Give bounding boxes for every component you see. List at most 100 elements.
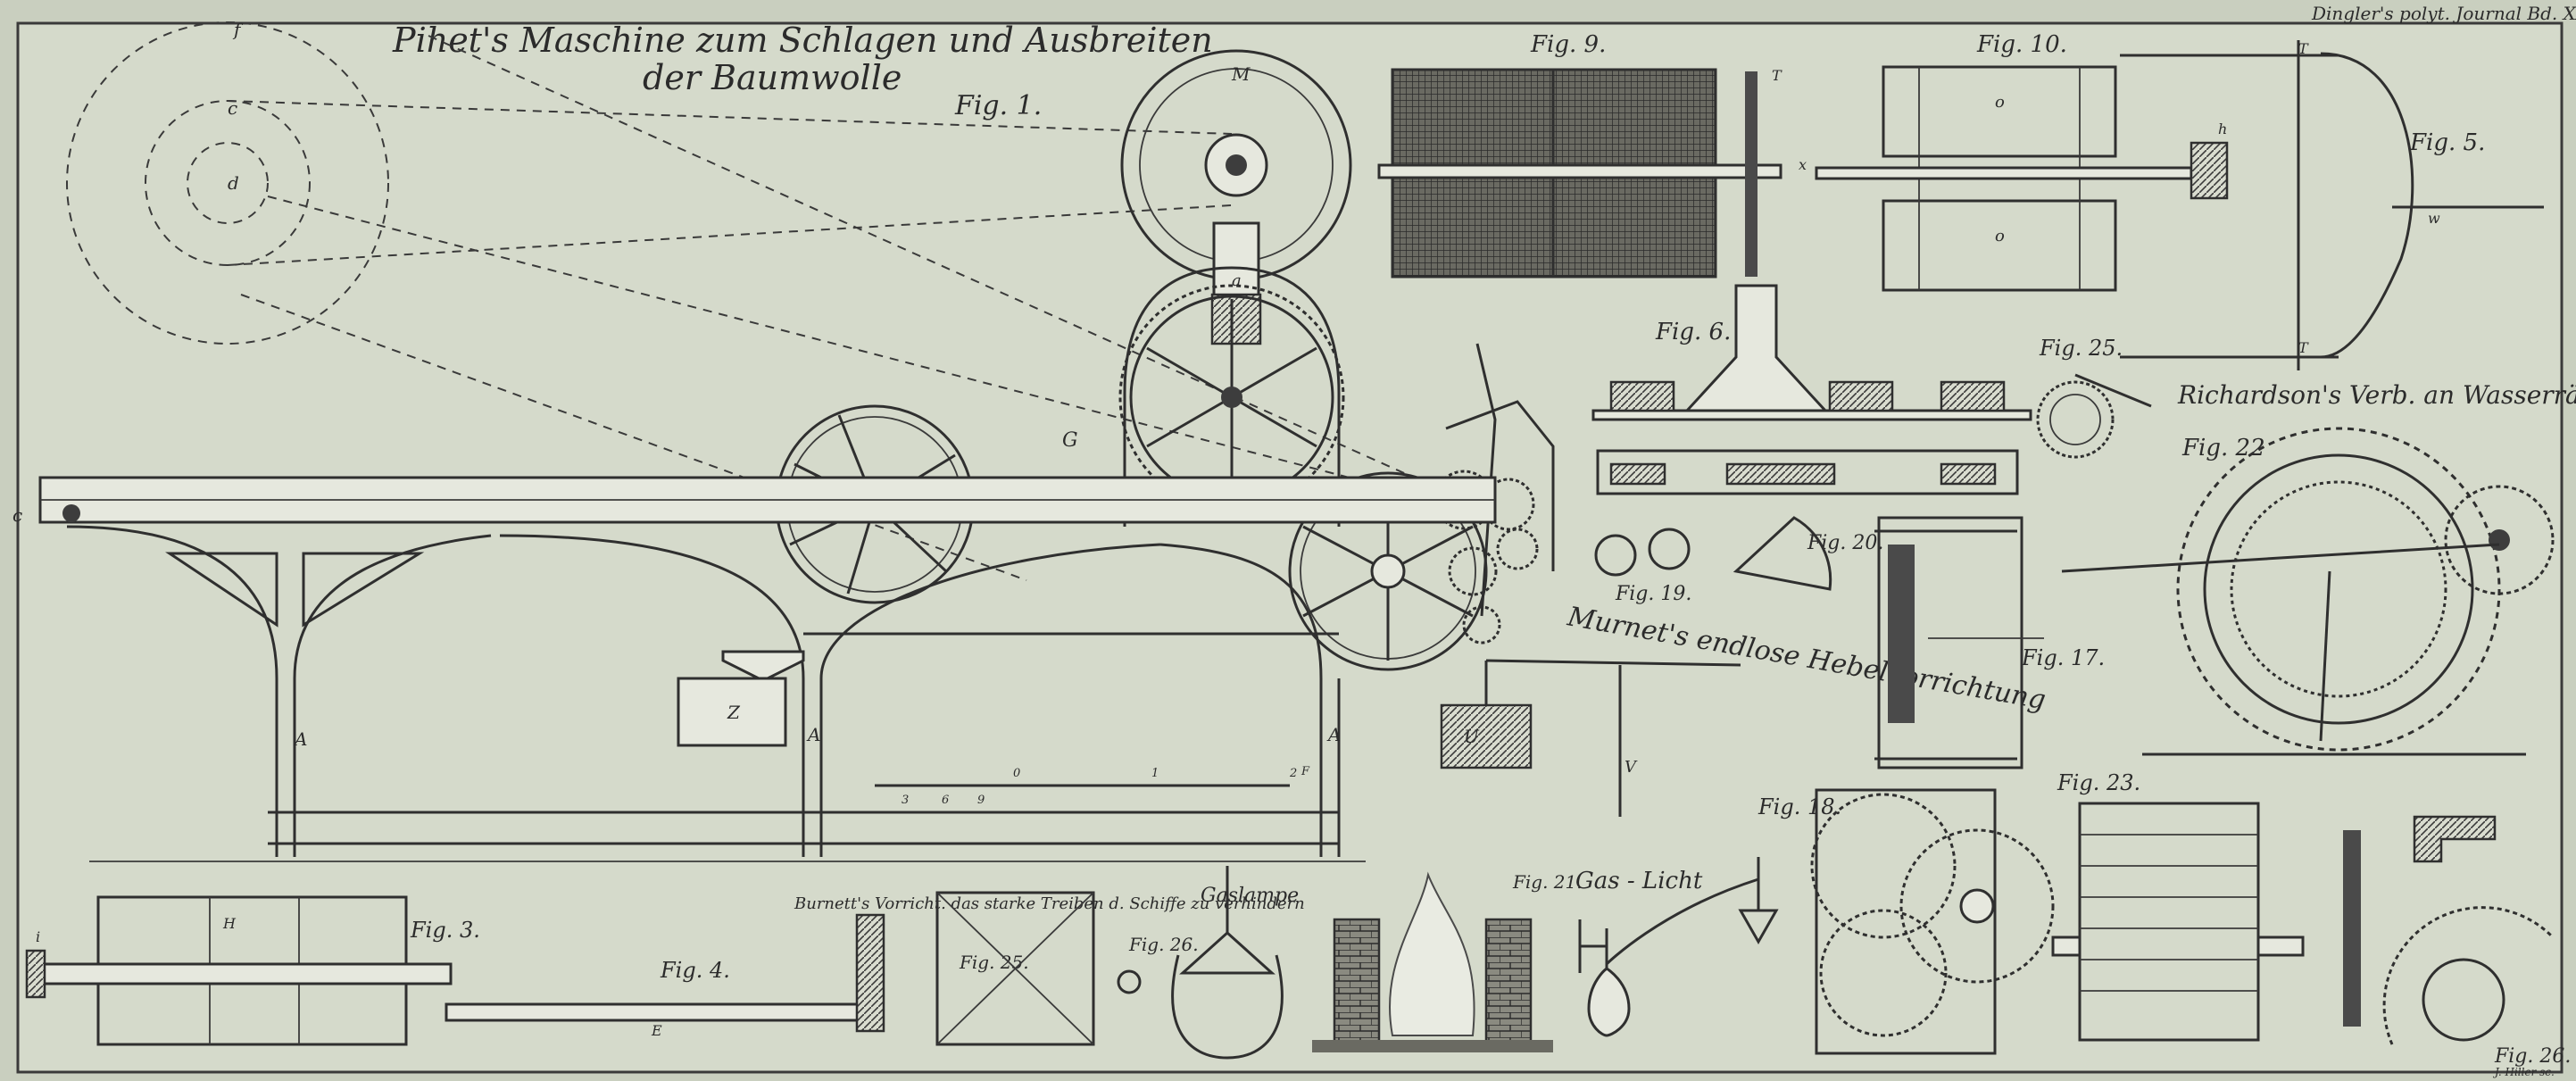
fig25a-label: Fig. 25.	[2039, 336, 2123, 361]
fig18-label: Fig. 18.	[1757, 794, 1841, 819]
fig26a-lamp-body	[1171, 954, 1284, 1060]
fig6-bearing-3	[1940, 380, 2006, 412]
fig1-column-block	[1210, 293, 1262, 345]
engraver-signature: J. Hiller sc.	[2492, 1066, 2555, 1078]
fig9-label: Fig. 9.	[1530, 31, 1606, 58]
fig23-axle-right	[2256, 935, 2305, 957]
fig1-letter-v: V	[1625, 758, 1638, 777]
fig10-upper-box	[1882, 65, 2117, 158]
furnace	[1312, 871, 1553, 1052]
fig1-wheel-m-axle	[1226, 154, 1247, 176]
fig1-dashed-pulley-large	[66, 21, 389, 345]
fig26b-label: Fig. 26.	[2494, 1045, 2571, 1068]
fig1-belt-5	[428, 35, 1465, 501]
fig26a-label: Fig. 26.	[1128, 934, 1199, 955]
fig25b-label: Fig. 25.	[959, 952, 1029, 973]
fig6-plan-block-3	[1940, 462, 1997, 486]
fig5-letter-w: w	[2428, 210, 2440, 227]
fig26a-lamp-shade	[1179, 866, 1276, 975]
fig10-letter-o2: o	[1995, 227, 2005, 245]
fig5-lever: Fig. 5. T T w	[2120, 40, 2544, 370]
fig1-weight-u	[1440, 703, 1533, 769]
fig4-roller: Fig. 4. E	[445, 913, 885, 1039]
fig1-big-gear-hub	[1221, 387, 1242, 408]
scale-mark-0: 0	[1013, 767, 1020, 780]
fig1-middle-arch	[499, 534, 1161, 857]
fig1-belt-2	[227, 204, 1233, 266]
fig10-letter-x: x	[1799, 156, 1807, 173]
plate-border	[16, 21, 2564, 1074]
fig5-letter-t-bottom: T	[2298, 339, 2309, 356]
fig26-arc-gear	[2382, 906, 2555, 1045]
fig6-plan-block-1	[1609, 462, 1666, 486]
fig9-sieve-drum: Fig. 9. T	[1377, 31, 1782, 279]
fig4-letter-e: E	[651, 1022, 662, 1039]
fig1-right-leg	[1159, 543, 1341, 857]
fig21-label: Fig. 21.	[1512, 871, 1583, 893]
fig6-plan-block-2	[1725, 462, 1836, 486]
fig25-gear-ring	[2036, 380, 2115, 459]
fig10-letter-o1: o	[1995, 93, 2005, 112]
fig18-gear-top	[1810, 793, 1957, 939]
fig21-flask	[1587, 967, 1631, 1037]
fig3-label: Fig. 3.	[410, 918, 480, 943]
fig26a-bulb	[1117, 969, 1142, 994]
fig21-pipe	[1605, 877, 1759, 968]
fig22-pinion-hub	[2489, 529, 2510, 551]
fig10-lower-box	[1882, 199, 2117, 292]
gaslampe-caption: Gaslampe	[1201, 885, 1299, 907]
plate-title-line1: Pihet's Maschine zum Schlagen und Ausbre…	[392, 21, 1213, 60]
scale-mark-3: 3	[902, 794, 909, 807]
fig1-brace-1	[165, 552, 278, 628]
fig4-label: Fig. 4.	[660, 958, 730, 983]
fig6-base-rail	[1591, 409, 2032, 421]
fig6-bearings: Fig. 6.	[1591, 284, 2032, 495]
fig3-letter-i: i	[36, 928, 40, 945]
fig1-dashed-pulley-small	[187, 142, 269, 224]
fig1-belt-4	[240, 294, 1027, 581]
fig1-letter-u: U	[1464, 726, 1480, 747]
fig1-weight-z	[677, 677, 787, 747]
fig19-circle-1	[1594, 534, 1637, 577]
fig10-letter-h: h	[2218, 121, 2227, 137]
fig19-label: Fig. 19.	[1615, 583, 1691, 605]
fig17-ratchet: Fig. 17.	[1874, 516, 2105, 769]
fig1-lever	[1475, 343, 1497, 617]
fig1-big-gear-spokes	[1146, 299, 1317, 495]
fig6-bearing-2	[1828, 380, 1894, 412]
fig3-end-cap	[25, 949, 46, 999]
fig9-axle	[1377, 163, 1782, 179]
fig6-bearing-1	[1609, 380, 1675, 412]
fig1-letter-g: G	[1062, 429, 1078, 452]
fig18-gear-bottom	[1819, 909, 1948, 1037]
fig4-bracket	[855, 913, 885, 1033]
fig1-scale: 3 6 9 0 1 2 F	[875, 765, 1310, 807]
furnace-flame	[1388, 871, 1475, 1036]
scale-mark-1: 1	[1151, 767, 1159, 780]
fig20-label: Fig. 20.	[1807, 532, 1883, 554]
fig23-axle-left	[2051, 935, 2082, 957]
fig22-shaft	[2061, 543, 2500, 573]
fig26-gear-edge	[2343, 830, 2361, 1027]
fig1-brace-2	[302, 552, 425, 628]
scale-mark-9: 9	[977, 794, 985, 807]
fig25-gear-inner	[2049, 394, 2101, 445]
plate-title-line2: der Baumwolle	[643, 58, 902, 97]
fig23-slats	[2080, 834, 2258, 992]
fig1-letter-z: Z	[727, 702, 741, 723]
fig21-gaslight: Fig. 21. Gas - Licht	[1512, 857, 1779, 1037]
fig9-letter-t: T	[1772, 67, 1782, 84]
fig1-letter-a2: A	[806, 724, 820, 745]
scale-mark-2: 2	[1289, 767, 1297, 780]
fig1-lever-arm	[1485, 659, 1741, 667]
fig25b-diagonal-2	[936, 892, 1094, 1045]
scale-unit: F	[1300, 765, 1310, 778]
fig5-arc	[2320, 52, 2414, 359]
fig1-big-gear-teeth	[1118, 284, 1345, 511]
scale-mark-6: 6	[942, 794, 949, 807]
furnace-right-wall	[1484, 918, 1533, 1046]
fig20-sector	[1733, 516, 1832, 591]
fig23-cylinder: Fig. 23.	[2051, 770, 2305, 1042]
fig21-chandelier	[1738, 909, 1779, 945]
fig25b-frame: Fig. 25.	[935, 891, 1095, 1046]
